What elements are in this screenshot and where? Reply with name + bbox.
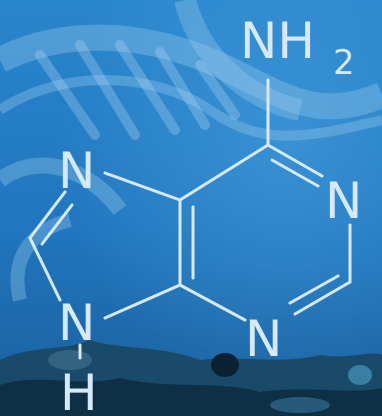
dna-helix-watermark bbox=[0, 0, 382, 302]
adenine-bonds bbox=[28, 78, 352, 360]
amine-subscript: 2 bbox=[333, 43, 355, 83]
nitrogen-n9-label: N bbox=[58, 294, 95, 352]
adenine-atom-labels: NH 2 N N N N H bbox=[58, 12, 362, 416]
amine-label: NH bbox=[240, 12, 315, 70]
nitrogen-n1-label: N bbox=[325, 172, 362, 230]
hydrogen-label: H bbox=[60, 364, 98, 416]
nitrogen-n3-label: N bbox=[245, 310, 282, 368]
nitrogen-n7-label: N bbox=[58, 142, 95, 200]
dna-rungs bbox=[35, 40, 240, 140]
